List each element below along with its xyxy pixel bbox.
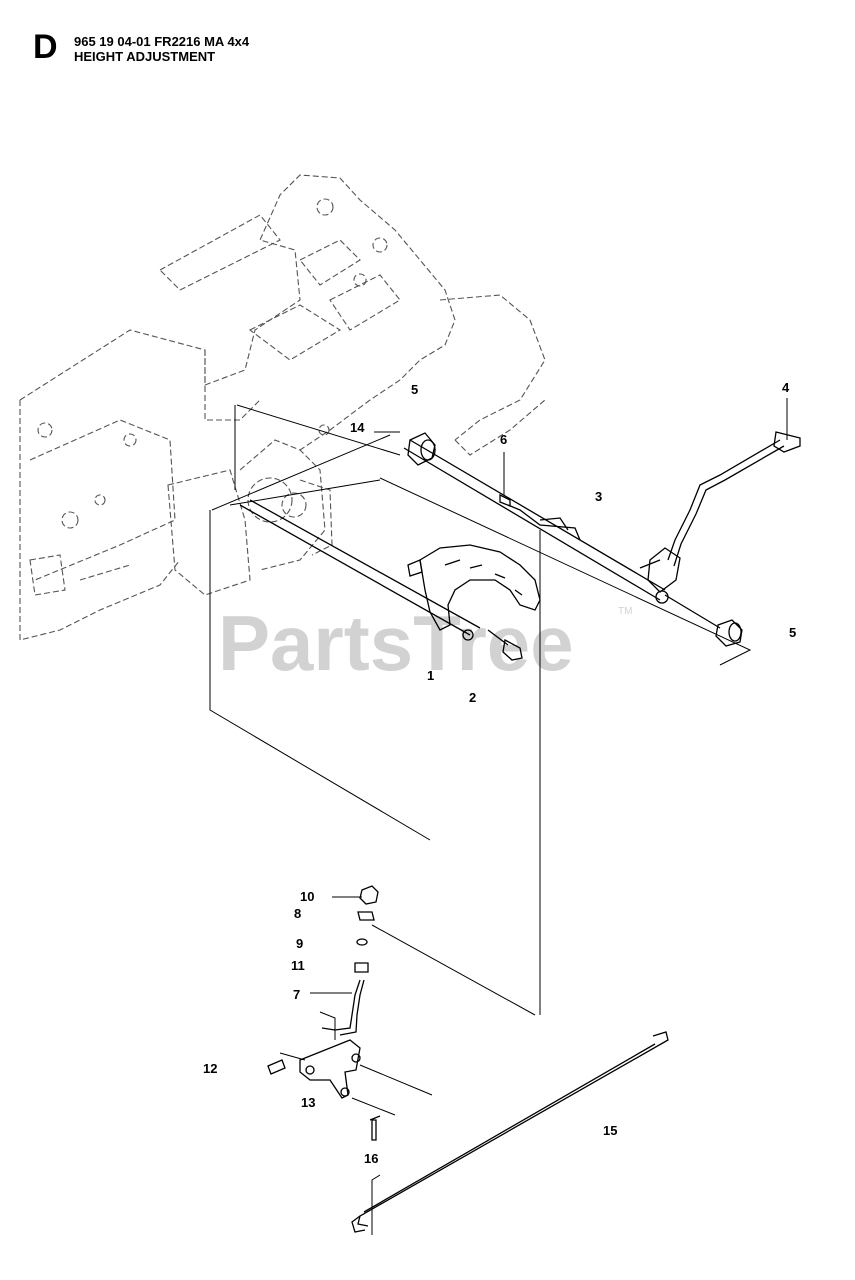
callout-9: 9 [296,936,303,951]
part-13-bracket [299,1039,361,1099]
chassis-outline [19,174,546,641]
callout-5-top: 5 [411,382,418,397]
section-title: HEIGHT ADJUSTMENT [74,49,216,64]
part-2-bolt [487,629,523,661]
callout-7: 7 [293,987,300,1002]
part-1-plate [239,499,541,641]
callout-16: 16 [364,1151,378,1166]
watermark: PartsTree TM [218,599,632,687]
part-6-pin [499,493,511,507]
part-5-bushing [664,594,743,647]
callout-2: 2 [469,690,476,705]
watermark-text: PartsTree [218,599,574,687]
part-4-lever [639,431,801,604]
callout-14: 14 [350,420,365,435]
callout-8: 8 [294,906,301,921]
part-12-screw [267,1059,286,1075]
callout-13: 13 [301,1095,315,1110]
callout-10: 10 [300,889,314,904]
callout-4: 4 [782,380,790,395]
callout-15: 15 [603,1123,617,1138]
callout-3: 3 [595,489,602,504]
callout-labels: 5 14 6 3 4 5 1 2 10 8 9 11 7 12 13 15 16 [203,380,796,1166]
part-3-shaft [403,439,666,601]
callout-6: 6 [500,432,507,447]
callout-12: 12 [203,1061,217,1076]
callout-11: 11 [291,958,305,973]
diagram-header: 965 19 04-01 FR2216 MA 4x4 HEIGHT ADJUST… [74,34,249,64]
part-14-bushing [407,432,436,466]
callout-5-right: 5 [789,625,796,640]
section-letter: D [33,28,58,66]
parts-7-11-stack [321,885,379,1036]
part-15-rod [351,1031,669,1233]
leader-lines [209,398,788,1235]
watermark-trademark: TM [618,606,632,617]
callout-1: 1 [427,668,434,683]
part-16-screw [369,1115,381,1141]
model-line: 965 19 04-01 FR2216 MA 4x4 [74,34,250,49]
